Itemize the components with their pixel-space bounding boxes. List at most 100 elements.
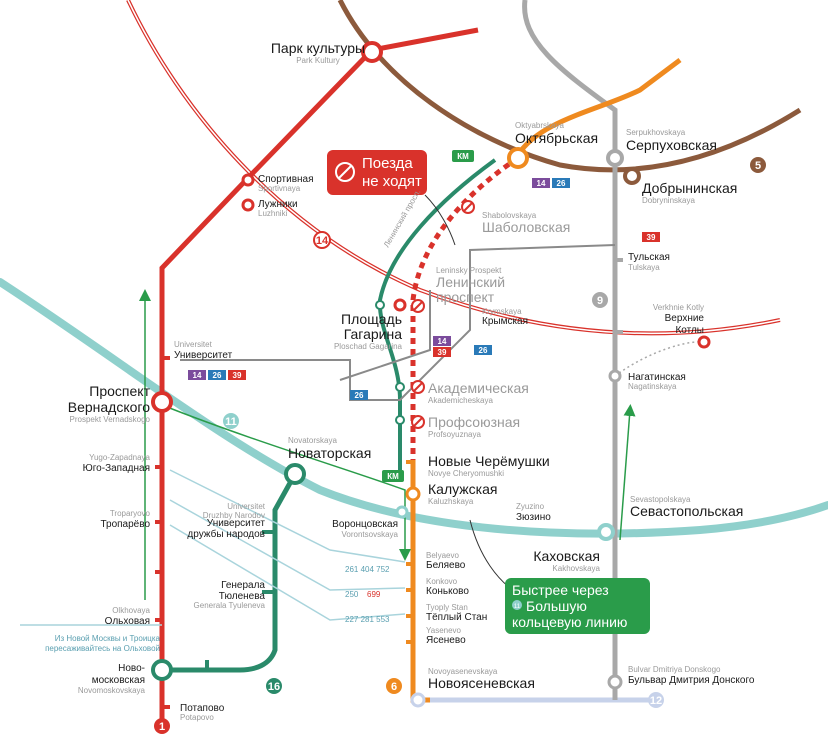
tram-route [377,158,497,470]
alert-faster-route: Быстрее через 11 Большую кольцевую линию [505,578,650,634]
transport-badges: КМ КМ 14 26 39 14 39 26 14 26 39 26 [188,150,660,482]
svg-text:Новаторская: Новаторская [288,445,371,461]
station-vorontsovskaya [395,505,409,519]
svg-text:Крымская: Крымская [482,316,528,327]
svg-text:Universitet: Universitet [227,502,266,511]
line-badge-6 [386,678,402,694]
svg-text:Потапово: Потапово [180,703,225,714]
svg-text:Krymskaya: Krymskaya [482,307,522,316]
svg-text:Luzhniki: Luzhniki [258,209,288,218]
svg-text:11: 11 [514,604,521,610]
svg-text:Площадь: Площадь [341,311,402,327]
svg-text:Вернадского: Вернадского [68,399,150,415]
line-badge-5 [750,157,766,173]
svg-text:Ольховая: Ольховая [105,616,150,627]
svg-text:Парк культуры: Парк культуры [271,40,365,56]
svg-text:Yasenevo: Yasenevo [426,626,462,635]
line-badge-16 [266,678,282,694]
svg-text:Тропарёво: Тропарёво [100,519,150,530]
station-ploschad-gagarina [393,298,407,312]
svg-text:Нагатинская: Нагатинская [628,372,686,383]
svg-text:Тюленева: Тюленева [219,591,266,602]
svg-text:26: 26 [213,371,222,380]
svg-text:12: 12 [650,695,662,707]
svg-text:Гагарина: Гагарина [344,326,403,342]
line-16-troitskaya [162,472,298,673]
svg-text:Академическая: Академическая [428,380,529,396]
station-sportivnaya [241,173,255,187]
svg-text:Prospekt Vernadskogo: Prospekt Vernadskogo [70,415,151,424]
bypass-arrow-south [161,404,411,561]
svg-text:39: 39 [647,233,656,242]
svg-text:Kaluzhskaya: Kaluzhskaya [428,497,474,506]
bus-route-teal-1 [169,469,406,563]
svg-text:Druzhby Narodov: Druzhby Narodov [203,511,265,520]
svg-text:26: 26 [557,179,566,188]
dotted-transfer [614,341,705,377]
km-badge-2 [382,470,404,482]
svg-text:16: 16 [268,681,280,693]
station-novatorskaya [284,463,306,485]
svg-text:Быстрее через: Быстрее через [512,582,609,598]
line-badge-11 [223,413,239,429]
svg-text:Bulvar Dmitriya Donskogo: Bulvar Dmitriya Donskogo [628,665,721,674]
svg-text:Ново-: Ново- [118,663,145,674]
svg-text:Спортивная: Спортивная [258,174,314,185]
svg-text:Sportivnaya: Sportivnaya [258,184,301,193]
svg-text:Novomoskovskaya: Novomoskovskaya [78,686,146,695]
transfer-stations[interactable] [151,41,711,708]
svg-text:Generala Tyuleneva: Generala Tyuleneva [194,601,266,610]
line-11-mini-badge [512,600,522,610]
svg-text:1: 1 [159,721,165,733]
svg-text:Ploschad Gagarina: Ploschad Gagarina [334,342,403,351]
svg-text:Генерала: Генерала [221,580,265,591]
station-oktyabrskaya [507,147,529,169]
svg-text:Vorontsovskaya: Vorontsovskaya [342,530,399,539]
closed-leninsky-icon [411,299,425,313]
svg-text:проспект: проспект [436,289,495,305]
closed-stations [411,200,475,429]
line-badge-1 [154,718,170,734]
line-6-ticks [406,460,413,644]
svg-text:Profsoyuznaya: Profsoyuznaya [428,430,481,439]
station-verkhnie-kotly [697,335,711,349]
svg-text:Лужники: Лужники [258,199,298,210]
svg-text:Shabolovskaya: Shabolovskaya [482,211,537,220]
svg-text:Novye Cheryomushki: Novye Cheryomushki [428,469,504,478]
svg-text:Тёплый Стан: Тёплый Стан [426,612,487,623]
svg-text:Belyaevo: Belyaevo [426,551,459,560]
svg-text:Калужская: Калужская [428,481,497,497]
closed-shabolovskaya-icon [461,200,475,214]
line-badge-9 [592,292,608,308]
svg-text:московская: московская [92,675,145,686]
svg-text:дружбы народов: дружбы народов [187,528,265,540]
svg-text:Тульская: Тульская [628,252,670,263]
svg-text:14: 14 [438,337,447,346]
svg-text:Dobryninskaya: Dobryninskaya [642,196,695,205]
svg-text:Университет: Университет [207,518,266,529]
line-1-ticks [155,356,170,709]
svg-text:КМ: КМ [387,472,399,481]
svg-text:Ленинский: Ленинский [436,274,505,290]
svg-text:не ходят: не ходят [362,173,422,190]
svg-text:14: 14 [316,235,329,247]
svg-text:9: 9 [597,295,603,307]
closed-akademicheskaya-icon [411,380,425,394]
svg-text:Университет: Университет [174,350,233,361]
station-novoyasenevskaya [410,692,426,708]
svg-text:Серпуховская: Серпуховская [626,137,717,153]
svg-text:Воронцовская: Воронцовская [332,519,398,530]
svg-text:Каховская: Каховская [533,548,600,564]
svg-text:Akademicheskaya: Akademicheskaya [428,396,493,405]
svg-text:Поезда: Поезда [362,155,413,172]
svg-text:Ясенево: Ясенево [426,635,466,646]
svg-text:Potapovo: Potapovo [180,713,214,722]
svg-text:26: 26 [479,346,488,355]
line-6-kaluzhsko-rizhskaya-north [515,58,682,157]
svg-text:Беляево: Беляево [426,560,466,571]
svg-text:Котлы: Котлы [675,325,704,336]
svg-text:6: 6 [391,681,397,693]
line-16-ticks [205,530,275,670]
svg-text:кольцевую линию: кольцевую линию [512,614,627,630]
